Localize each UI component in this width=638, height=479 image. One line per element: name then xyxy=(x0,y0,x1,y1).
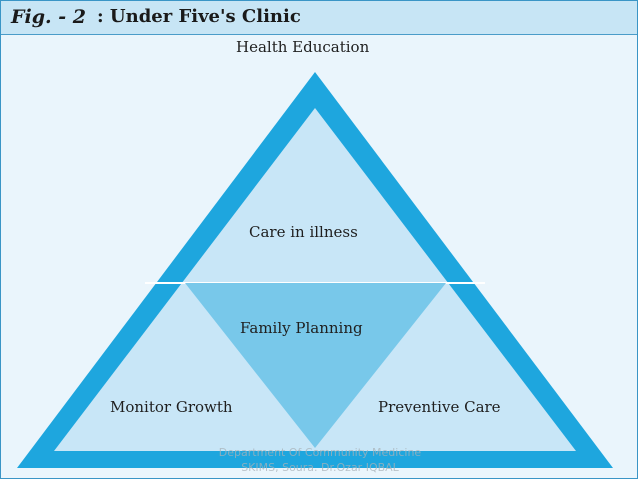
figure-title-bar: Fig. - 2 : Under Five's Clinic xyxy=(1,1,637,35)
watermark-line-1: Department Of Community Medicine xyxy=(218,446,422,459)
bottom-right-label: Preventive Care xyxy=(378,398,501,416)
inner-triangle xyxy=(54,108,576,451)
figure-number: Fig. - 2 xyxy=(11,6,86,28)
figure-title: : Under Five's Clinic xyxy=(97,6,301,27)
center-triangle xyxy=(185,283,446,448)
watermark-line-2: SKIMS, Soura. Dr.Ozar IQBAL xyxy=(241,461,399,474)
bottom-left-label: Monitor Growth xyxy=(110,398,233,416)
apex-label: Health Education xyxy=(236,38,370,56)
top-section-label: Care in illness xyxy=(249,223,358,241)
center-section-label: Family Planning xyxy=(240,319,363,337)
